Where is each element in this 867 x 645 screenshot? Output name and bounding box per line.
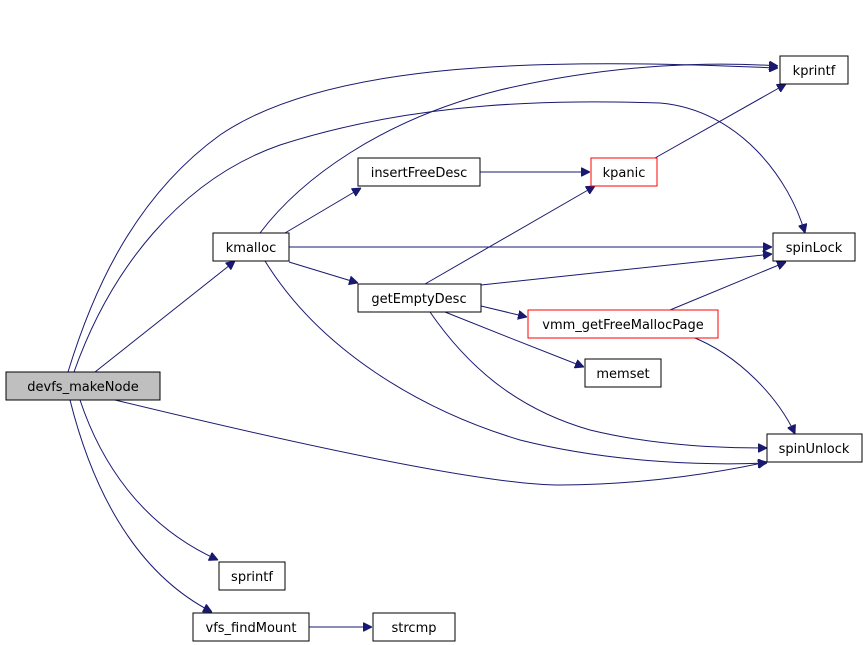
edge-kmalloc-spinUnlock — [264, 260, 767, 464]
node-strcmp-box — [372, 612, 456, 642]
node-spinLock-box — [772, 232, 856, 262]
node-vmm_getFreeMallocPage-box — [527, 309, 719, 339]
node-strcmp-label: strcmp — [392, 621, 437, 636]
edge-vmm-spinLock — [669, 262, 786, 311]
node-strcmp[interactable]: strcmp — [372, 612, 456, 642]
node-kpanic[interactable]: kpanic — [590, 157, 658, 187]
node-sprintf-label: sprintf — [231, 570, 273, 585]
node-kprintf[interactable]: kprintf — [779, 55, 849, 85]
edge-devfs_makeNode-spinLock — [73, 101, 805, 373]
edge-getEmptyDesc-vmm — [480, 305, 527, 317]
edge-vmm-spinUnlock — [689, 335, 795, 434]
node-vmm_getFreeMallocPage-label: vmm_getFreeMallocPage — [542, 318, 703, 333]
edge-kmalloc-kprintf — [259, 64, 778, 234]
node-devfs_makeNode-box — [5, 371, 161, 401]
node-memset-label: memset — [596, 367, 649, 382]
edge-devfs_makeNode-kmalloc — [94, 261, 235, 373]
node-spinUnlock-label: spinUnlock — [779, 442, 850, 457]
node-vfs_findMount[interactable]: vfs_findMount — [192, 612, 310, 642]
node-kpanic-box — [590, 157, 658, 187]
node-memset-box — [584, 358, 662, 388]
edge-kpanic-kprintf — [654, 84, 786, 159]
node-getEmptyDesc-box — [357, 283, 482, 313]
edge-devfs_makeNode-sprintf — [79, 399, 218, 560]
node-insertFreeDesc-label: insertFreeDesc — [371, 166, 468, 181]
node-insertFreeDesc[interactable]: insertFreeDesc — [357, 157, 481, 187]
node-kpanic-label: kpanic — [603, 166, 646, 181]
edges — [67, 64, 805, 627]
node-kmalloc-label: kmalloc — [226, 241, 276, 256]
edge-devfs_makeNode-kprintf — [67, 64, 778, 373]
node-getEmptyDesc[interactable]: getEmptyDesc — [357, 283, 482, 313]
edge-kmalloc-getEmptyDesc — [288, 261, 358, 283]
node-kmalloc-box — [212, 232, 290, 262]
node-kprintf-label: kprintf — [793, 64, 836, 79]
node-kprintf-box — [779, 55, 849, 85]
node-sprintf-box — [218, 561, 286, 591]
node-kmalloc[interactable]: kmalloc — [212, 232, 290, 262]
edge-devfs_makeNode-vfs_findMount — [69, 399, 212, 612]
node-vfs_findMount-label: vfs_findMount — [206, 621, 297, 636]
node-spinLock[interactable]: spinLock — [772, 232, 856, 262]
node-spinUnlock[interactable]: spinUnlock — [766, 433, 863, 463]
node-vfs_findMount-box — [192, 612, 310, 642]
edge-getEmptyDesc-kpanic — [424, 186, 595, 285]
edge-kmalloc-insertFreeDesc — [284, 188, 361, 234]
node-getEmptyDesc-label: getEmptyDesc — [371, 292, 466, 307]
node-memset[interactable]: memset — [584, 358, 662, 388]
node-sprintf[interactable]: sprintf — [218, 561, 286, 591]
node-devfs_makeNode[interactable]: devfs_makeNode — [5, 371, 161, 401]
edge-devfs_makeNode-spinUnlock-a — [114, 399, 767, 486]
node-insertFreeDesc-box — [357, 157, 481, 187]
node-vmm_getFreeMallocPage[interactable]: vmm_getFreeMallocPage — [527, 309, 719, 339]
node-spinLock-label: spinLock — [786, 241, 843, 256]
edge-getEmptyDesc-spinLock — [480, 254, 772, 286]
node-spinUnlock-box — [766, 433, 863, 463]
edge-getEmptyDesc-memset — [444, 311, 584, 367]
edge-getEmptyDesc-spinUnlock — [429, 311, 767, 448]
node-devfs_makeNode-label: devfs_makeNode — [27, 380, 138, 395]
